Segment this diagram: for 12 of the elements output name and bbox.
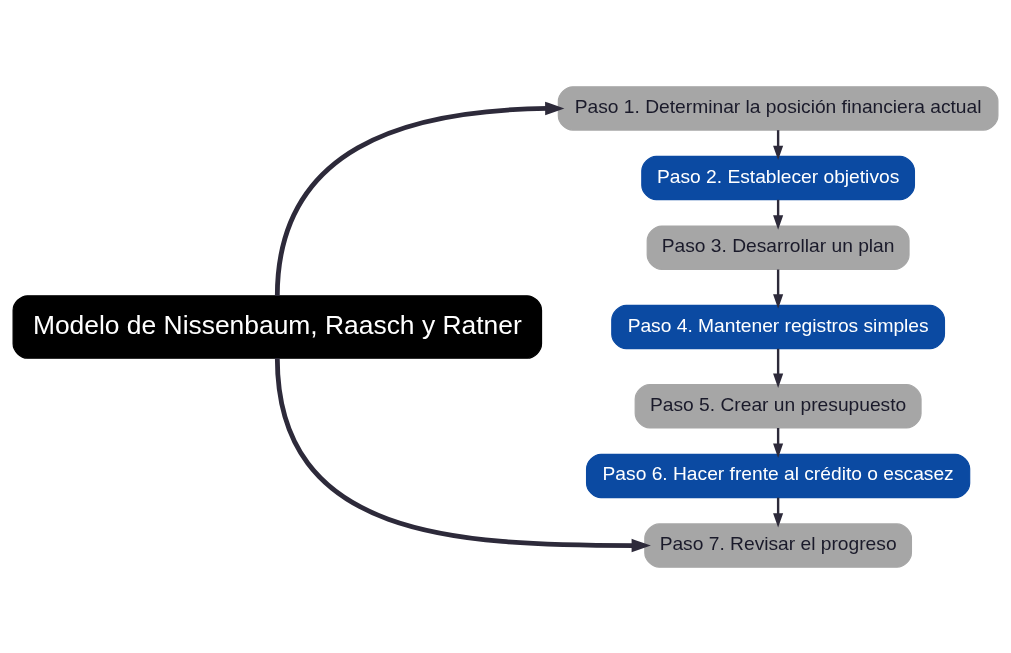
arrow [274,101,565,296]
arrow [773,269,784,309]
node-box: Paso 4. Mantener registros simples [611,304,946,349]
node-box: Paso 3. Desarrollar un plan [646,225,910,270]
arrow [274,357,651,552]
node-box: Paso 5. Crear un presupuesto [634,383,922,428]
node-box: Modelo de Nissenbaum, Raasch y Ratner [12,294,543,359]
node-box: Paso 6. Hacer frente al crédito o escasez [585,453,971,498]
node-box: Paso 7. Revisar el progreso [644,522,913,568]
node-box: Paso 1. Determinar la posición financiera actual [557,85,999,131]
arrow [773,348,784,388]
node-box: Paso 2. Establecer objetivos [641,155,916,200]
